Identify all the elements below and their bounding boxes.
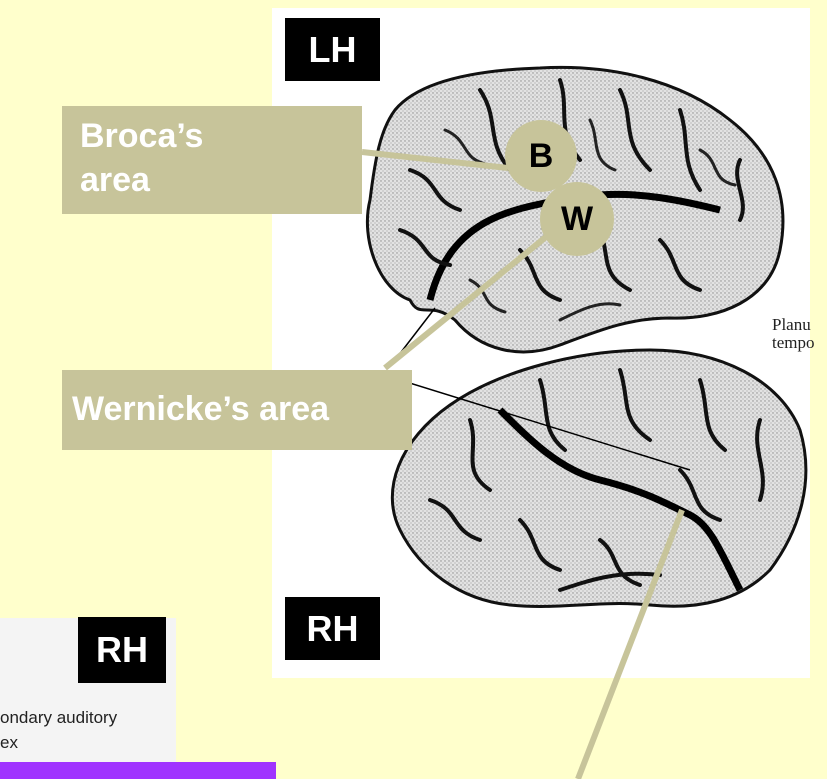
- wernicke-marker: W: [540, 182, 614, 256]
- broca-label-box: Broca’s area: [62, 106, 362, 214]
- wernicke-label-box: Wernicke’s area: [62, 370, 412, 450]
- planum-label-line1: Planu: [772, 316, 815, 334]
- planum-label-line2: tempo: [772, 334, 815, 352]
- broca-marker-label: B: [529, 137, 554, 176]
- purple-bar: [0, 762, 276, 779]
- right-hemisphere-brain: [392, 350, 806, 606]
- scan-text-line1: ondary auditory: [0, 708, 117, 728]
- rh-tag-figure: RH: [285, 597, 380, 660]
- lh-tag: LH: [285, 18, 380, 81]
- broca-marker: B: [505, 120, 577, 192]
- broca-label-line1: Broca’s: [80, 114, 362, 158]
- planum-label: Planu tempo: [772, 316, 815, 352]
- wernicke-marker-label: W: [561, 200, 593, 239]
- broca-label-line2: area: [80, 158, 362, 202]
- scan-text-line2: ex: [0, 733, 18, 753]
- rh-tag-fragment: RH: [78, 617, 166, 683]
